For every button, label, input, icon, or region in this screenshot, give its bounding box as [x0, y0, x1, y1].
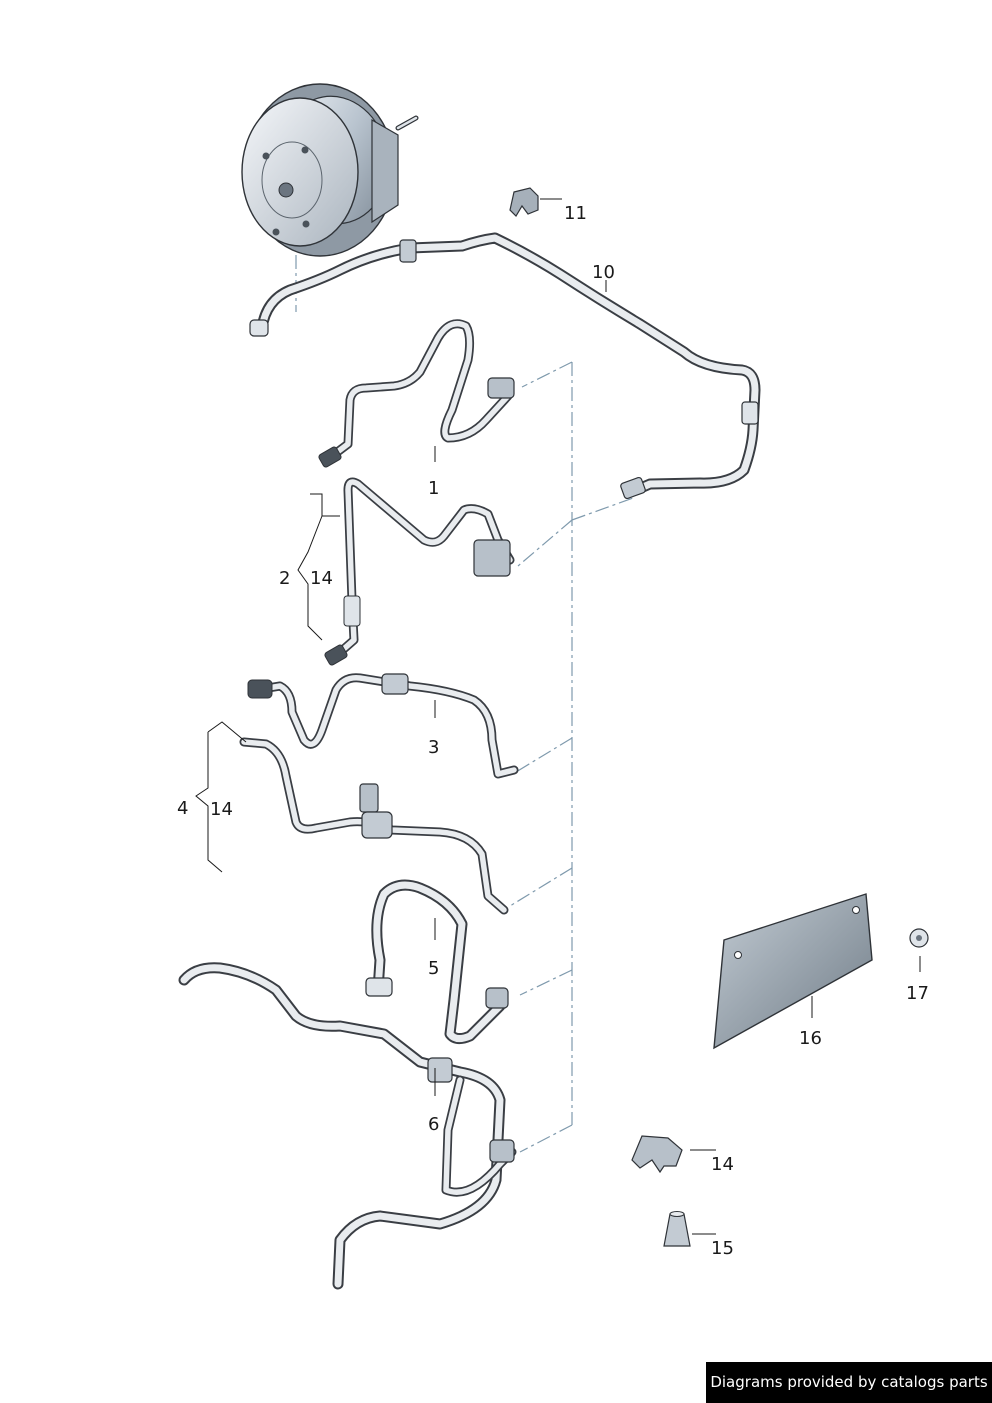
callout-4: 4 [177, 798, 188, 819]
reference-lines [295, 155, 634, 1153]
callout-11: 11 [564, 203, 587, 224]
hose-6 [178, 962, 517, 1290]
bracket-11 [509, 187, 539, 217]
callout-2: 2 [279, 568, 290, 589]
hose-5 [365, 879, 509, 1045]
callout-3: 3 [428, 737, 439, 758]
callout-1: 1 [428, 478, 439, 499]
hose-1 [318, 319, 515, 468]
credit-banner: Diagrams provided by catalogs parts [706, 1362, 992, 1403]
callout-15: 15 [711, 1238, 734, 1259]
vacuum-line-10 [249, 232, 761, 500]
sensor-14 [631, 1135, 683, 1174]
brake-booster [241, 83, 419, 257]
hose-2 [324, 477, 515, 666]
hose-4 [239, 737, 509, 915]
leader-lines [195, 198, 921, 1235]
callout-14: 14 [711, 1154, 734, 1175]
callout-6: 6 [428, 1114, 439, 1135]
cap-15 [663, 1211, 691, 1247]
callouts: 11 10 1 2 14 3 4 14 5 6 16 17 14 15 [177, 203, 929, 1259]
heat-shield-16 [713, 893, 873, 1050]
callout-2-14: 14 [310, 568, 333, 589]
hose-3 [247, 673, 519, 779]
callout-5: 5 [428, 958, 439, 979]
callout-4-14: 14 [210, 799, 233, 820]
callout-17: 17 [906, 983, 929, 1004]
callout-16: 16 [799, 1028, 822, 1049]
callout-10: 10 [592, 262, 615, 283]
clip-17 [909, 928, 929, 948]
